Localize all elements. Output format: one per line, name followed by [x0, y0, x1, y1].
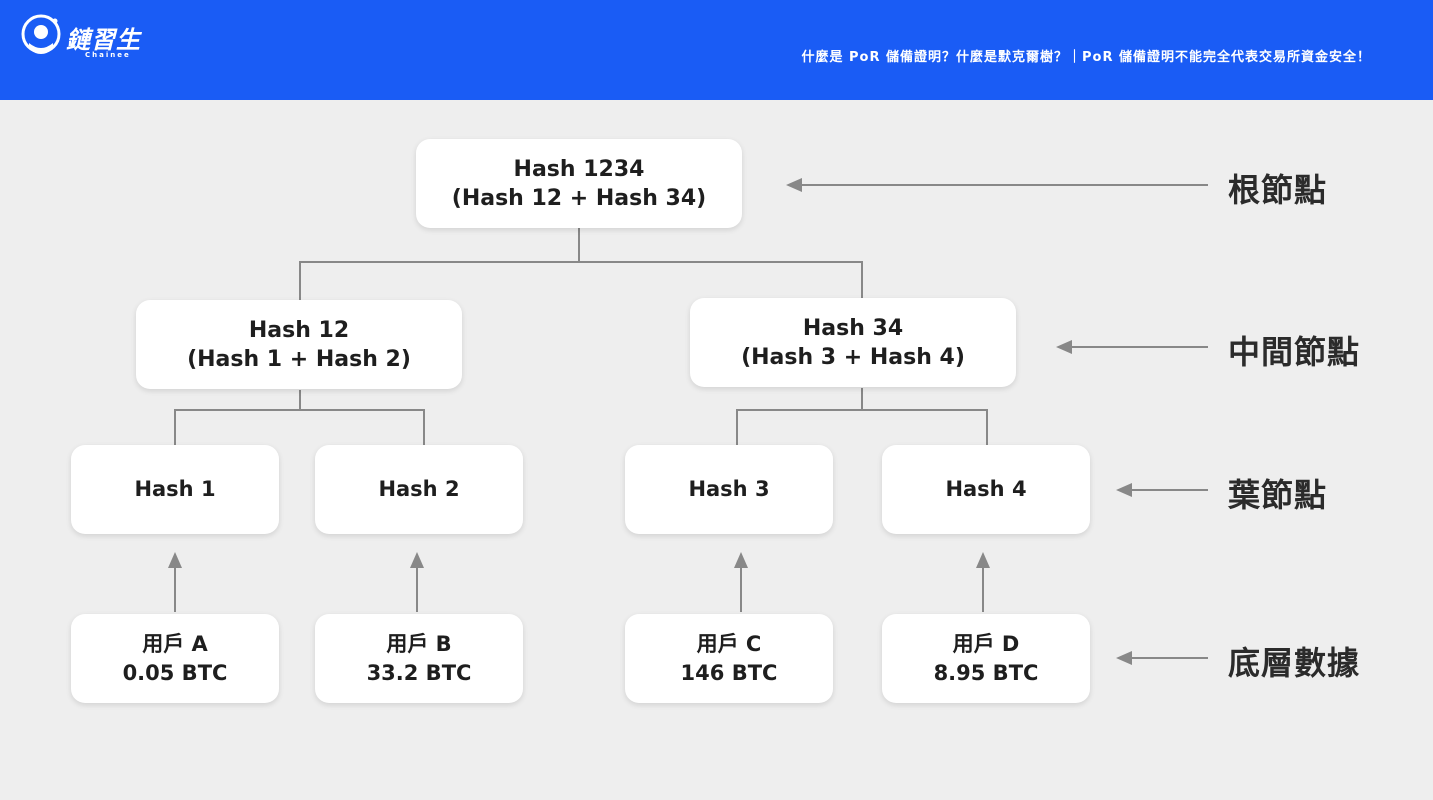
intermediate-node-line1: Hash 34 — [802, 315, 904, 341]
leaf-node-hash2: Hash 2 — [315, 445, 523, 534]
data-node-user-c: 用戶 C 146 BTC — [625, 614, 833, 703]
leaf-node-label: Hash 2 — [378, 477, 460, 501]
arrowhead-data-d — [976, 552, 990, 568]
data-node-amount: 33.2 BTC — [366, 660, 472, 685]
connector-root-intermediate — [299, 261, 863, 300]
intermediate-node-line2: (Hash 3 + Hash 4) — [741, 344, 965, 370]
logo-subtitle: Chainee — [85, 51, 131, 59]
logo-title: 鏈習生 — [66, 26, 141, 54]
leaf-node-label: Hash 3 — [688, 477, 770, 501]
data-node-user-a: 用戶 A 0.05 BTC — [71, 614, 279, 703]
data-node-user: 用戶 A — [142, 631, 208, 656]
root-node-line2: (Hash 12 + Hash 34) — [451, 185, 707, 211]
root-node-line1: Hash 1234 — [513, 156, 645, 182]
data-node-amount: 146 BTC — [680, 660, 778, 685]
header-bar: 鏈習生 Chainee 什麼是 PoR 儲備證明？什麼是默克爾樹？｜PoR 儲備… — [0, 0, 1433, 100]
level-label-data: 底層數據 — [1228, 644, 1361, 682]
arrowhead-data-c — [734, 552, 748, 568]
logo-icon — [21, 14, 61, 54]
article-title: 什麼是 PoR 儲備證明？什麼是默克爾樹？｜PoR 儲備證明不能完全代表交易所資… — [801, 50, 1371, 65]
leaf-node-hash1: Hash 1 — [71, 445, 279, 534]
data-node-user: 用戶 C — [696, 631, 762, 656]
intermediate-node-hash34: Hash 34 (Hash 3 + Hash 4) — [690, 298, 1016, 387]
data-node-amount: 8.95 BTC — [933, 660, 1039, 685]
leaf-node-hash3: Hash 3 — [625, 445, 833, 534]
leaf-node-label: Hash 4 — [945, 477, 1027, 501]
arrowhead-data — [1116, 651, 1132, 665]
data-node-user-d: 用戶 D 8.95 BTC — [882, 614, 1090, 703]
level-label-intermediate: 中間節點 — [1228, 333, 1361, 371]
arrowhead-root — [786, 178, 802, 192]
leaf-node-hash4: Hash 4 — [882, 445, 1090, 534]
arrowhead-data-a — [168, 552, 182, 568]
data-node-amount: 0.05 BTC — [122, 660, 228, 685]
connector-h12-leaves — [174, 409, 425, 445]
level-label-root: 根節點 — [1228, 171, 1328, 209]
data-node-user-b: 用戶 B 33.2 BTC — [315, 614, 523, 703]
data-node-user: 用戶 B — [386, 631, 452, 656]
root-node: Hash 1234 (Hash 12 + Hash 34) — [416, 139, 742, 228]
arrowhead-leaf — [1116, 483, 1132, 497]
intermediate-node-line2: (Hash 1 + Hash 2) — [187, 346, 411, 372]
intermediate-node-hash12: Hash 12 (Hash 1 + Hash 2) — [136, 300, 462, 389]
arrowhead-intermediate — [1056, 340, 1072, 354]
level-label-leaf: 葉節點 — [1228, 476, 1328, 514]
arrowhead-data-b — [410, 552, 424, 568]
data-node-user: 用戶 D — [952, 631, 1020, 656]
intermediate-node-line1: Hash 12 — [248, 317, 350, 343]
leaf-node-label: Hash 1 — [134, 477, 216, 501]
connector-h34-leaves — [736, 409, 988, 445]
